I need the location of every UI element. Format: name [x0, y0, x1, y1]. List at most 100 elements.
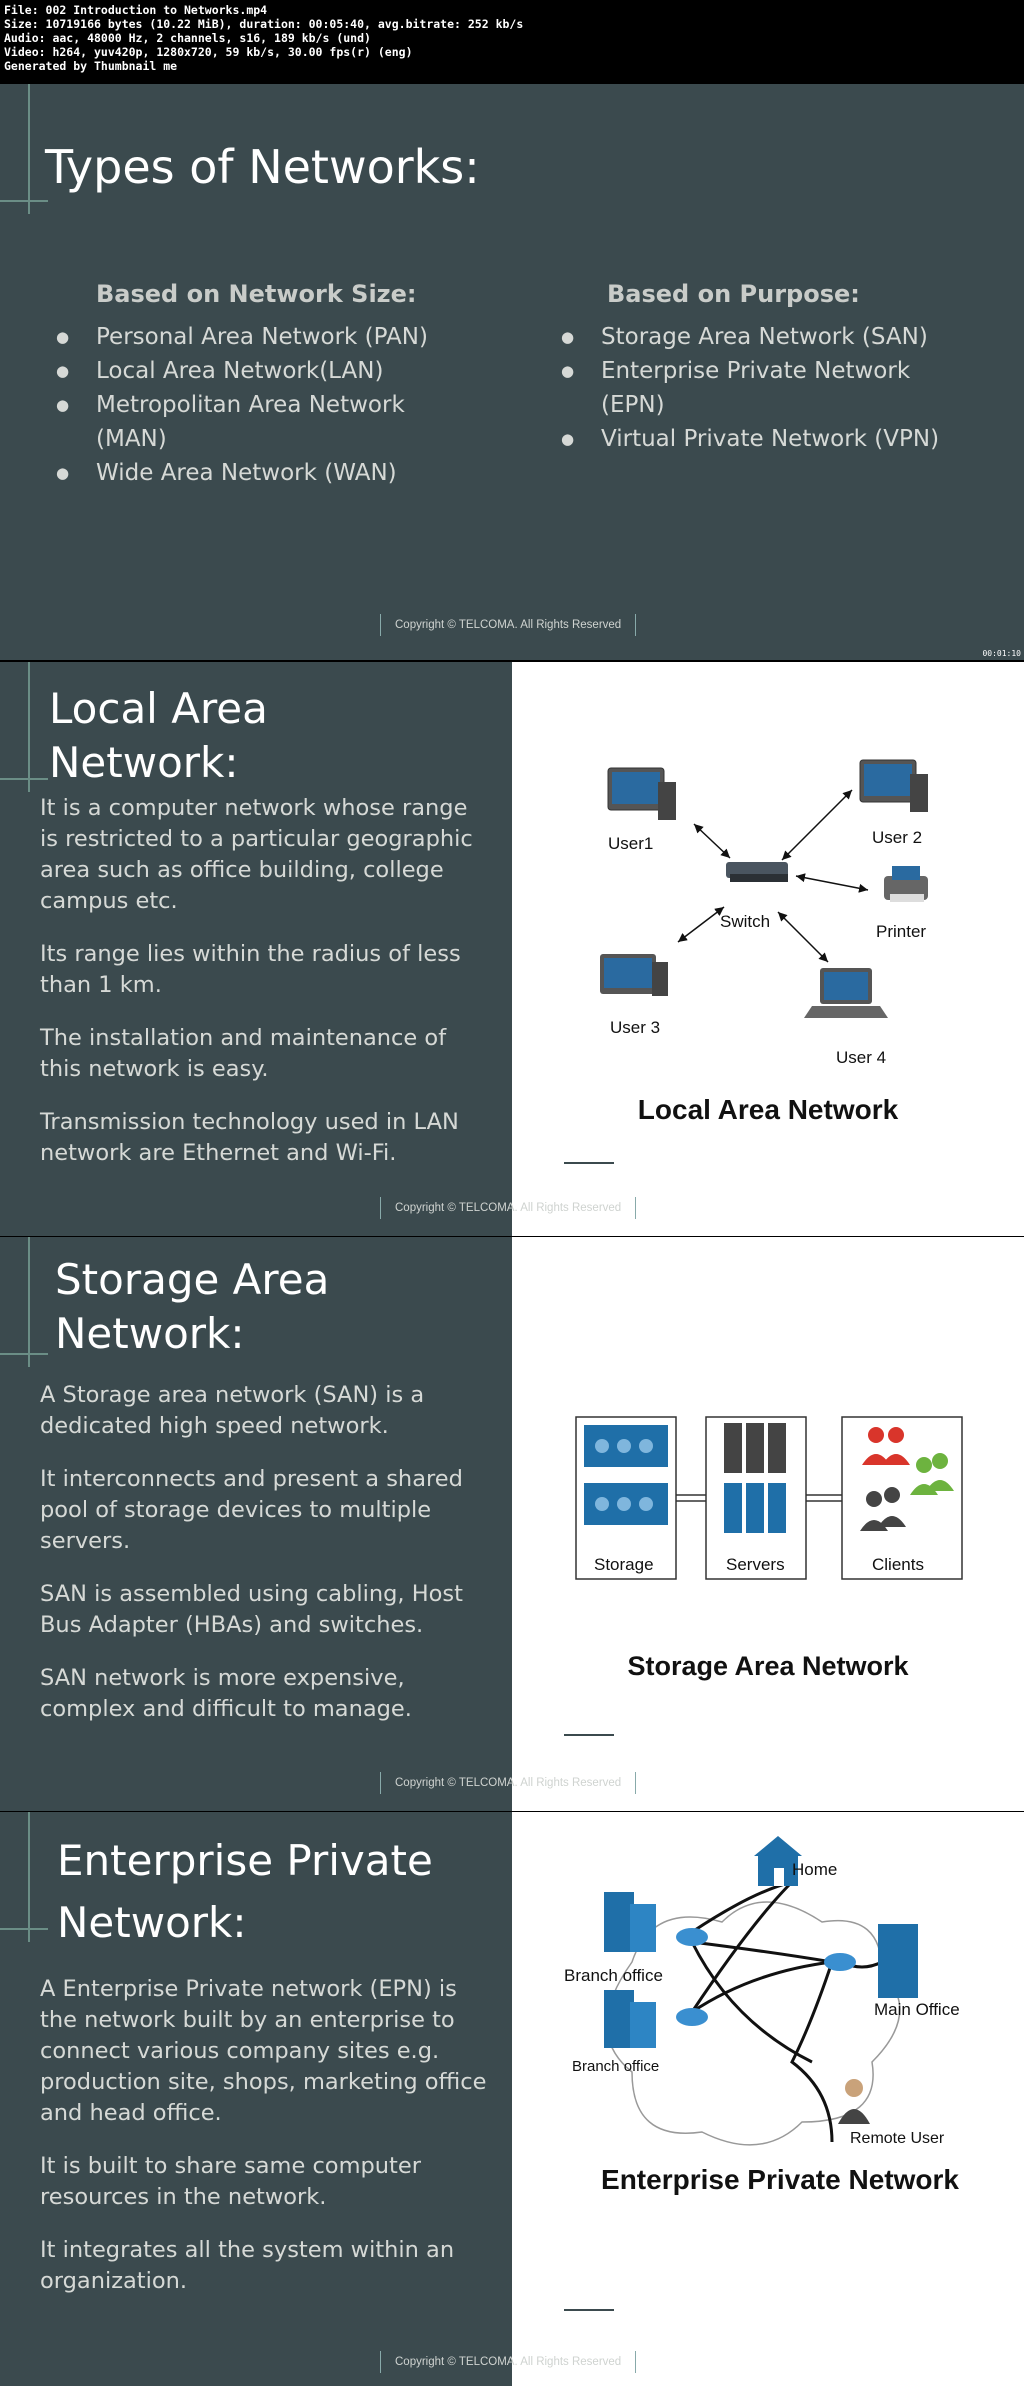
accent-vertical-line [28, 662, 30, 792]
lan-diagram-panel: User1 User 2 Switch Printer User 3 User … [512, 662, 1024, 1236]
paragraph: A Storage area network (SAN) is a dedica… [40, 1382, 425, 1439]
san-diagram-panel: Storage Servers Clients Storage Area Net… [512, 1237, 1024, 1811]
diagram-caption: Local Area Network [637, 1094, 899, 1125]
user1-label: User1 [608, 834, 654, 853]
slide-types-of-networks: Types of Networks: Based on Network Size… [0, 84, 1024, 660]
storage-icon [584, 1425, 668, 1525]
diagram-caption: Storage Area Network [627, 1651, 909, 1681]
timestamp: 00:01:10 [982, 649, 1021, 658]
computer-icon [607, 767, 676, 820]
user4-label: User 4 [836, 1048, 887, 1067]
router-icon [676, 2008, 708, 2026]
list-item: Storage Area Network (SAN) [561, 320, 981, 354]
copyright-notice: Copyright © TELCOMA. All Rights Reserved [380, 614, 637, 636]
paragraph: It interconnects and present a shared po… [40, 1466, 463, 1554]
printer-label: Printer [876, 922, 927, 941]
title-line: Network: [55, 1309, 245, 1358]
list-item: Personal Area Network (PAN) [56, 320, 476, 354]
storage-label: Storage [594, 1555, 654, 1574]
clients-icon [860, 1427, 954, 1531]
slide-body: A Enterprise Private network (EPN) is th… [40, 1974, 490, 2319]
generator-line: Generated by Thumbnail me [4, 59, 178, 73]
router-icon [824, 1953, 856, 1971]
paragraph: The installation and maintenance of this… [40, 1025, 447, 1082]
clients-box [841, 1416, 963, 1580]
title-line: Storage Area [55, 1255, 330, 1304]
lan-diagram [600, 759, 928, 1018]
audio-line: Audio: aac, 48000 Hz, 2 channels, s16, 1… [4, 31, 371, 45]
server-icon [724, 1423, 786, 1533]
timestamp: 00:04:38 [982, 2375, 1021, 2384]
title-line: Enterprise Private [57, 1836, 433, 1885]
timestamp: 00:02:22 [982, 1225, 1021, 1234]
building-icon [878, 1924, 918, 1998]
list-item: Enterprise Private Network (EPN) [561, 354, 981, 422]
clients-label: Clients [872, 1555, 924, 1574]
paragraph: It integrates all the system within an o… [40, 2237, 455, 2294]
right-list: Storage Area Network (SAN) Enterprise Pr… [561, 320, 981, 456]
accent-horizontal-line [0, 1353, 48, 1355]
paragraph: It is a computer network whose range is … [40, 795, 473, 914]
paragraph: Its range lies within the radius of less… [40, 941, 461, 998]
switch-icon [726, 862, 788, 882]
title-line: Local Area [49, 684, 268, 733]
paragraph: Transmission technology used in LAN netw… [40, 1109, 459, 1166]
servers-label: Servers [726, 1555, 785, 1574]
user3-label: User 3 [610, 1018, 661, 1037]
building-icon [604, 1892, 656, 1952]
computer-icon [859, 759, 928, 812]
epn-diagram-panel: Home Branch office Branch office Main Of… [512, 1812, 1024, 2386]
accent-vertical-line [28, 1812, 30, 1942]
left-list: Personal Area Network (PAN) Local Area N… [56, 320, 476, 490]
left-column-heading: Based on Network Size: [96, 280, 417, 308]
branch-office-label: Branch office [572, 2058, 660, 2075]
switch-label: Switch [720, 912, 771, 931]
accent-vertical-line [28, 1237, 30, 1367]
list-item: Local Area Network(LAN) [56, 354, 476, 388]
slide-title: Local Area Network: [49, 682, 268, 790]
paragraph: SAN network is more expensive, complex a… [40, 1665, 412, 1722]
router-icon [676, 1928, 708, 1946]
accent-horizontal-line [0, 200, 48, 202]
accent-vertical-line [28, 84, 30, 214]
timestamp: 00:03:32 [982, 1800, 1021, 1809]
title-line: Network: [49, 738, 239, 787]
computer-icon [600, 954, 668, 996]
slide-body: A Storage area network (SAN) is a dedica… [40, 1380, 480, 1747]
title-line: Network: [57, 1898, 247, 1947]
accent-horizontal-line [0, 778, 48, 780]
accent-horizontal-line [0, 1928, 48, 1930]
main-office-label: Main Office [874, 2000, 960, 2019]
home-label: Home [792, 1860, 838, 1879]
remote-user-label: Remote User [850, 2130, 945, 2147]
slide-local-area-network: Local Area Network: It is a computer net… [0, 662, 1024, 1236]
user2-label: User 2 [872, 828, 923, 847]
building-icon [604, 1990, 656, 2048]
list-item: Metropolitan Area Network (MAN) [56, 388, 476, 456]
copyright-notice: Copyright © TELCOMA. All Rights Reserved [380, 1197, 637, 1219]
slide-title: Storage Area Network: [55, 1253, 329, 1361]
copyright-notice: Copyright © TELCOMA. All Rights Reserved [380, 1772, 637, 1794]
decorative-dash [564, 1734, 614, 1736]
file-line: File: 002 Introduction to Networks.mp4 [4, 3, 268, 17]
san-diagram [575, 1416, 963, 1580]
video-info-header: File: 002 Introduction to Networks.mp4 S… [0, 0, 1024, 84]
slide-title: Enterprise Private Network: [57, 1830, 433, 1954]
epn-diagram [604, 1836, 918, 2146]
decorative-dash [564, 1162, 614, 1164]
slide-enterprise-private-network: Enterprise Private Network: A Enterprise… [0, 1812, 1024, 2386]
decorative-dash [564, 2309, 614, 2311]
video-line: Video: h264, yuv420p, 1280x720, 59 kb/s,… [4, 45, 413, 59]
slide-title: Types of Networks: [45, 140, 480, 194]
copyright-notice: Copyright © TELCOMA. All Rights Reserved [380, 2351, 637, 2373]
size-line: Size: 10719166 bytes (10.22 MiB), durati… [4, 17, 524, 31]
paragraph: A Enterprise Private network (EPN) is th… [40, 1976, 487, 2126]
printer-icon [884, 866, 928, 902]
list-item: Wide Area Network (WAN) [56, 456, 476, 490]
branch-office-label: Branch office [564, 1966, 663, 1985]
laptop-icon [804, 968, 888, 1018]
slide-storage-area-network: Storage Area Network: A Storage area net… [0, 1237, 1024, 1811]
paragraph: SAN is assembled using cabling, Host Bus… [40, 1581, 463, 1638]
list-item: Virtual Private Network (VPN) [561, 422, 981, 456]
diagram-caption: Enterprise Private Network [601, 2164, 959, 2195]
